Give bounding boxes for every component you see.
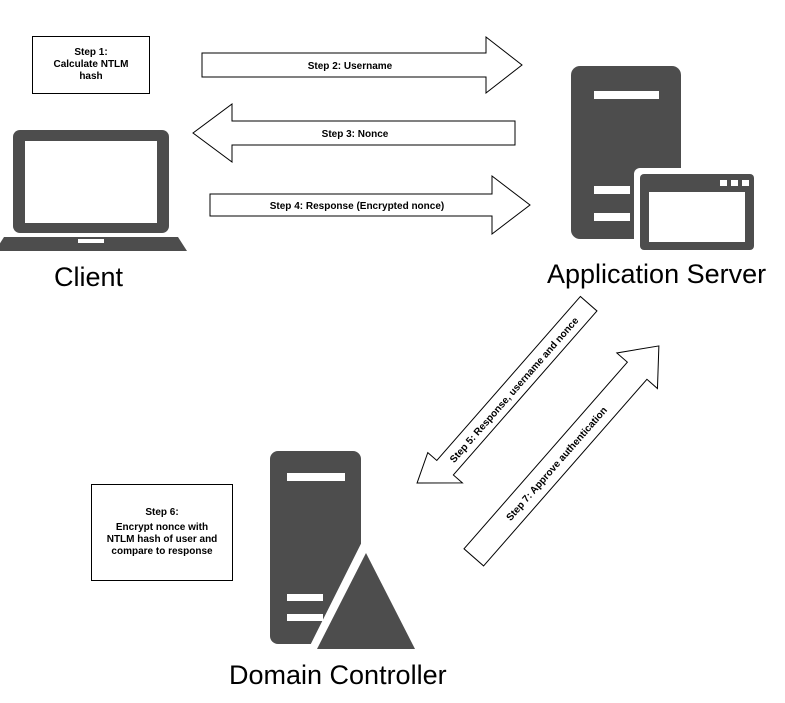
step2-label: Step 2: Username — [308, 61, 393, 72]
step7-label: Step 7: Approve authentication — [505, 405, 610, 523]
triangle-icon — [306, 541, 426, 661]
domain-controller-label: Domain Controller — [229, 660, 447, 690]
step4-arrow: Step 4: Response (Encrypted nonce) — [209, 174, 531, 236]
step1-box: Step 1: Calculate NTLM hash — [32, 36, 150, 94]
step2-arrow: Step 2: Username — [201, 35, 523, 95]
step6-line: compare to response — [111, 546, 213, 557]
step6-title: Step 6: — [145, 507, 179, 518]
browser-window-icon — [634, 168, 760, 255]
step6-line: Encrypt nonce with — [115, 522, 209, 533]
client-label: Client — [54, 262, 124, 292]
step3-label: Step 3: Nonce — [322, 129, 389, 140]
step3-arrow: Step 3: Nonce — [192, 103, 516, 163]
step5-arrow: Step 5: Response, username and nonce — [416, 295, 598, 484]
laptop-icon — [0, 130, 187, 251]
step6-line: NTLM hash of user and — [106, 534, 218, 545]
step7-arrow: Step 7: Approve authentication — [463, 345, 660, 567]
app-server-label: Application Server — [547, 259, 767, 289]
step4-label: Step 4: Response (Encrypted nonce) — [270, 201, 444, 212]
step1-line: Calculate NTLM — [53, 59, 129, 70]
step6-box: Step 6: Encrypt nonce with NTLM hash of … — [91, 484, 233, 581]
step1-line: hash — [79, 71, 103, 82]
step1-title: Step 1: — [74, 47, 108, 58]
